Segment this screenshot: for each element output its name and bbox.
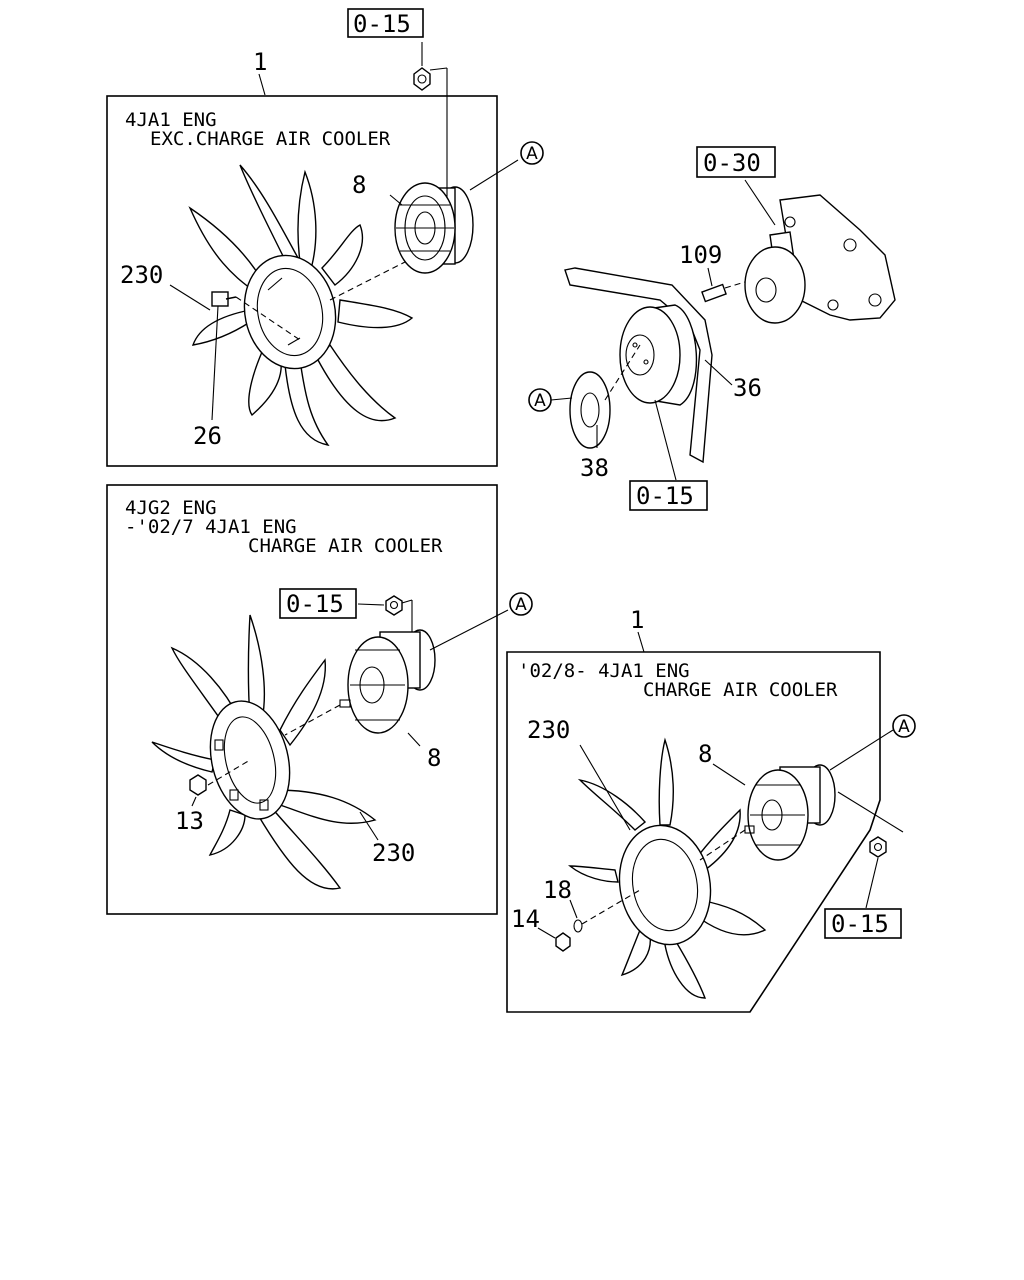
callout-a: A [520, 141, 544, 165]
callout-a: A [528, 388, 552, 412]
fan-clutch [744, 764, 836, 861]
panel-title-line: CHARGE AIR COOLER [643, 679, 838, 701]
callout-a: A [892, 714, 916, 738]
panel-title-line: '02/8- 4JA1 ENG [518, 660, 690, 682]
nut-mid [385, 595, 403, 616]
nut-top [413, 67, 431, 91]
water-pump [744, 194, 896, 324]
reference-box-label: 0-15 [636, 482, 694, 510]
reference-box-pulley: 0-15 [629, 480, 708, 511]
panel-4ja1-exc-charge-air-cooler: 4JA1 ENG EXC.CHARGE AIR COOLER [106, 95, 498, 467]
reference-box-top: 0-15 [347, 8, 424, 38]
part-number-label: 13 [175, 807, 204, 835]
stud-bolt [701, 281, 746, 303]
part-number-label: 36 [733, 374, 762, 402]
reference-box-label: 0-30 [703, 149, 761, 177]
assembly-number-label: 1 [253, 48, 267, 76]
fan-clutch [339, 629, 436, 734]
reference-box-pump: 0-30 [696, 146, 776, 178]
part-number-label: 18 [543, 876, 572, 904]
part-number-label: 8 [427, 744, 441, 772]
panel-02-8-4ja1-charge-air-cooler: '02/8- 4JA1 ENG CHARGE AIR COOLER [506, 651, 881, 1013]
cooling-fan-blades [151, 614, 377, 890]
reference-box-label: 0-15 [286, 590, 344, 618]
fan-spacer [569, 371, 611, 449]
part-number-label: 26 [193, 422, 222, 450]
reference-box-mid: 0-15 [279, 588, 357, 619]
fan-nut [555, 932, 571, 952]
part-number-label: 109 [679, 241, 722, 269]
fan-nut [189, 759, 251, 796]
part-number-label: 8 [698, 740, 712, 768]
panel-title-line: CHARGE AIR COOLER [248, 535, 443, 557]
washer [573, 919, 583, 933]
cooling-fan-blades [188, 164, 414, 446]
reference-box-label: 0-15 [831, 910, 889, 938]
fan-bolt [211, 291, 301, 341]
reference-box-label: 0-15 [353, 10, 411, 38]
fan-clutch [394, 182, 474, 274]
callout-letter: A [515, 595, 527, 615]
panel-title-line: EXC.CHARGE AIR COOLER [150, 128, 391, 150]
fan-pulley [619, 304, 698, 406]
part-number-label: 38 [580, 454, 609, 482]
part-number-label: 230 [527, 716, 570, 744]
nut-right [869, 836, 887, 858]
callout-letter: A [526, 144, 538, 164]
cooling-fan-blades [568, 737, 767, 999]
reference-box-right: 0-15 [824, 908, 902, 939]
part-number-label: 14 [511, 905, 540, 933]
panel-4jg2-charge-air-cooler: 4JG2 ENG -'02/7 4JA1 ENG CHARGE AIR COOL… [106, 484, 498, 915]
v-belt [564, 267, 713, 464]
panel-title-line: -'02/7 4JA1 ENG [125, 516, 297, 538]
callout-a: A [509, 592, 533, 616]
panel-title-line: 4JA1 ENG [125, 109, 217, 131]
part-number-label: 230 [120, 261, 163, 289]
part-number-label: 8 [352, 171, 366, 199]
panel-title-line: 4JG2 ENG [125, 497, 217, 519]
callout-letter: A [534, 391, 546, 411]
part-number-label: 230 [372, 839, 415, 867]
assembly-number-label: 1 [630, 606, 644, 634]
callout-letter: A [898, 717, 910, 737]
